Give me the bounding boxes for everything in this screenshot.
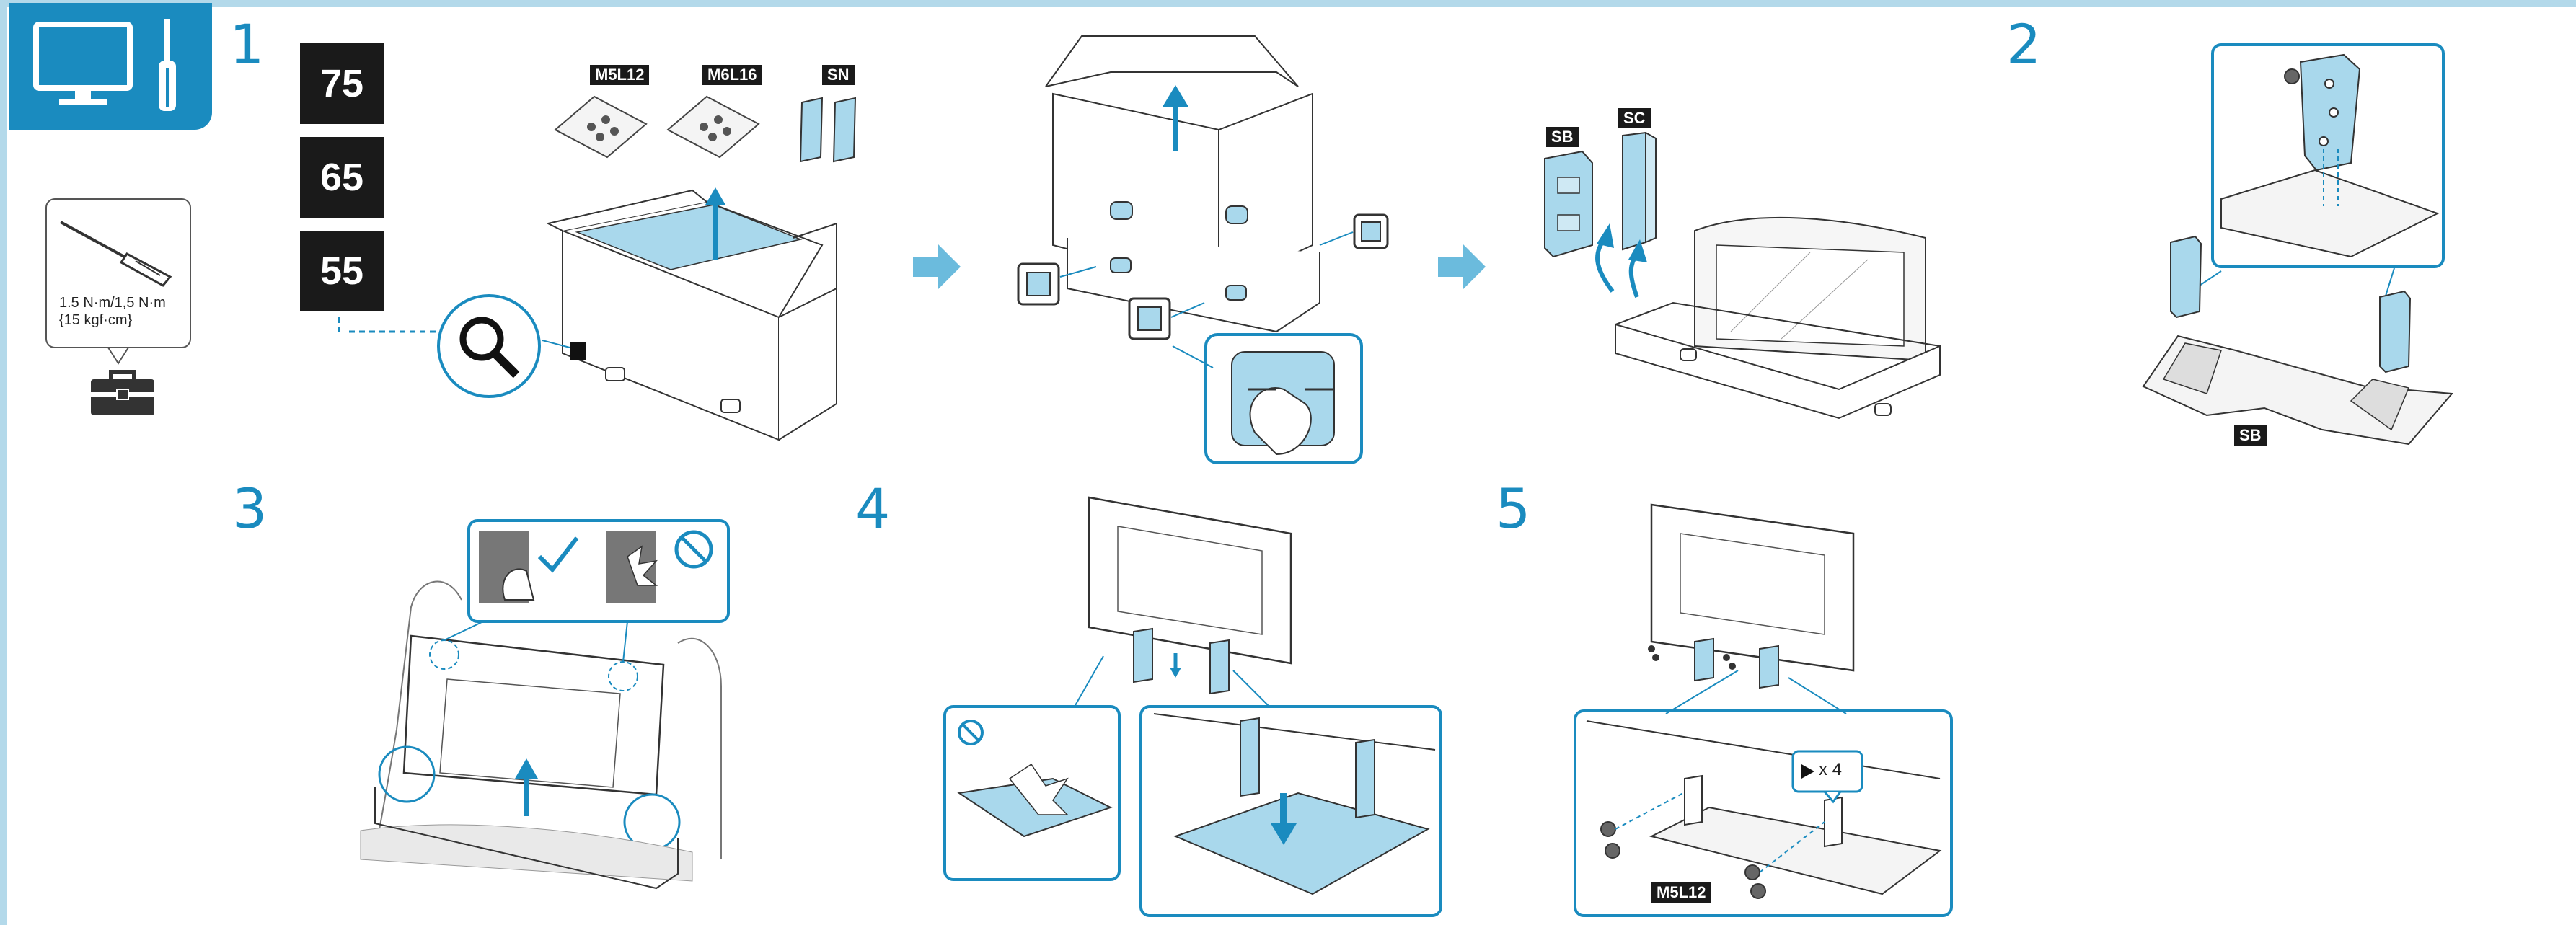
screw-count-callout — [1791, 750, 1863, 804]
prohibited-icon — [674, 530, 713, 569]
size-75: 75 — [300, 43, 384, 124]
lift-box-panel — [1017, 35, 1389, 464]
magnifier-callout — [437, 294, 541, 398]
top-border — [0, 0, 2576, 7]
torque-line-2: {15 kgf·cm} — [59, 312, 133, 328]
screw-stand-panel — [1574, 503, 1953, 917]
toolbox-icon — [91, 370, 154, 415]
size-65: 65 — [300, 137, 384, 218]
correct-mount-callout — [1139, 705, 1442, 917]
m5l12-screw-bag — [554, 95, 648, 159]
next-arrow-icon — [913, 244, 961, 290]
mount-tv-panel — [943, 496, 1442, 917]
label-m5l12-step5: M5L12 — [1651, 882, 1711, 903]
prohibited-icon — [958, 720, 984, 745]
sb-part — [1544, 150, 1593, 258]
screw-icon — [1801, 764, 1814, 779]
clip-right — [1353, 213, 1389, 249]
header-tab — [9, 3, 212, 130]
label-sc: SC — [1618, 108, 1651, 128]
label-m6l16: M6L16 — [702, 65, 762, 85]
left-border — [0, 0, 7, 925]
neck-right — [2379, 290, 2412, 373]
step-3-number: 3 — [232, 477, 268, 541]
wrong-mount-callout — [943, 705, 1121, 881]
tool-callout-frame — [45, 198, 191, 365]
clip-left — [1017, 262, 1060, 306]
grip-comparison-callout — [467, 519, 730, 623]
step-4-number: 4 — [855, 477, 891, 541]
label-sn: SN — [822, 65, 855, 85]
stand-base — [2142, 335, 2454, 446]
size-55: 55 — [300, 231, 384, 311]
label-sb: SB — [1546, 127, 1579, 147]
neck-left — [2170, 235, 2202, 319]
neck-left — [1133, 627, 1153, 683]
screwdriver-icon — [60, 221, 172, 287]
neck-right — [1209, 639, 1230, 695]
clip-center — [1128, 297, 1171, 340]
screw-detail-callout — [1574, 709, 1953, 917]
label-sb-step2: SB — [2234, 425, 2267, 446]
sc-part — [1622, 131, 1657, 251]
screw-count: x 4 — [1819, 760, 1843, 779]
tv-icon — [33, 22, 133, 105]
tv-box-open — [338, 187, 837, 441]
torque-line-1: 1.5 N·m/1,5 N·m — [59, 295, 166, 311]
attach-neck-panel — [2142, 43, 2454, 446]
step-2-number: 2 — [2006, 12, 2042, 76]
torque-spec: 1.5 N·m/1,5 N·m {15 kgf·cm} — [59, 294, 189, 329]
remove-parts-panel — [1544, 131, 1941, 420]
step-5-number: 5 — [1496, 477, 1531, 541]
next-arrow-icon — [1438, 244, 1486, 290]
label-m5l12: M5L12 — [590, 65, 650, 85]
screw-bags — [554, 95, 857, 163]
neck-detail-callout — [2211, 43, 2445, 268]
sn-stand-necks — [799, 97, 857, 163]
screwdriver-icon — [159, 19, 176, 111]
clip-release-callout — [1204, 333, 1363, 464]
lift-tv-panel — [360, 519, 730, 890]
step-1-number: 1 — [229, 12, 265, 76]
m6l16-screw-bag — [666, 95, 760, 159]
magnifier-icon — [459, 317, 520, 379]
check-icon — [537, 536, 579, 573]
